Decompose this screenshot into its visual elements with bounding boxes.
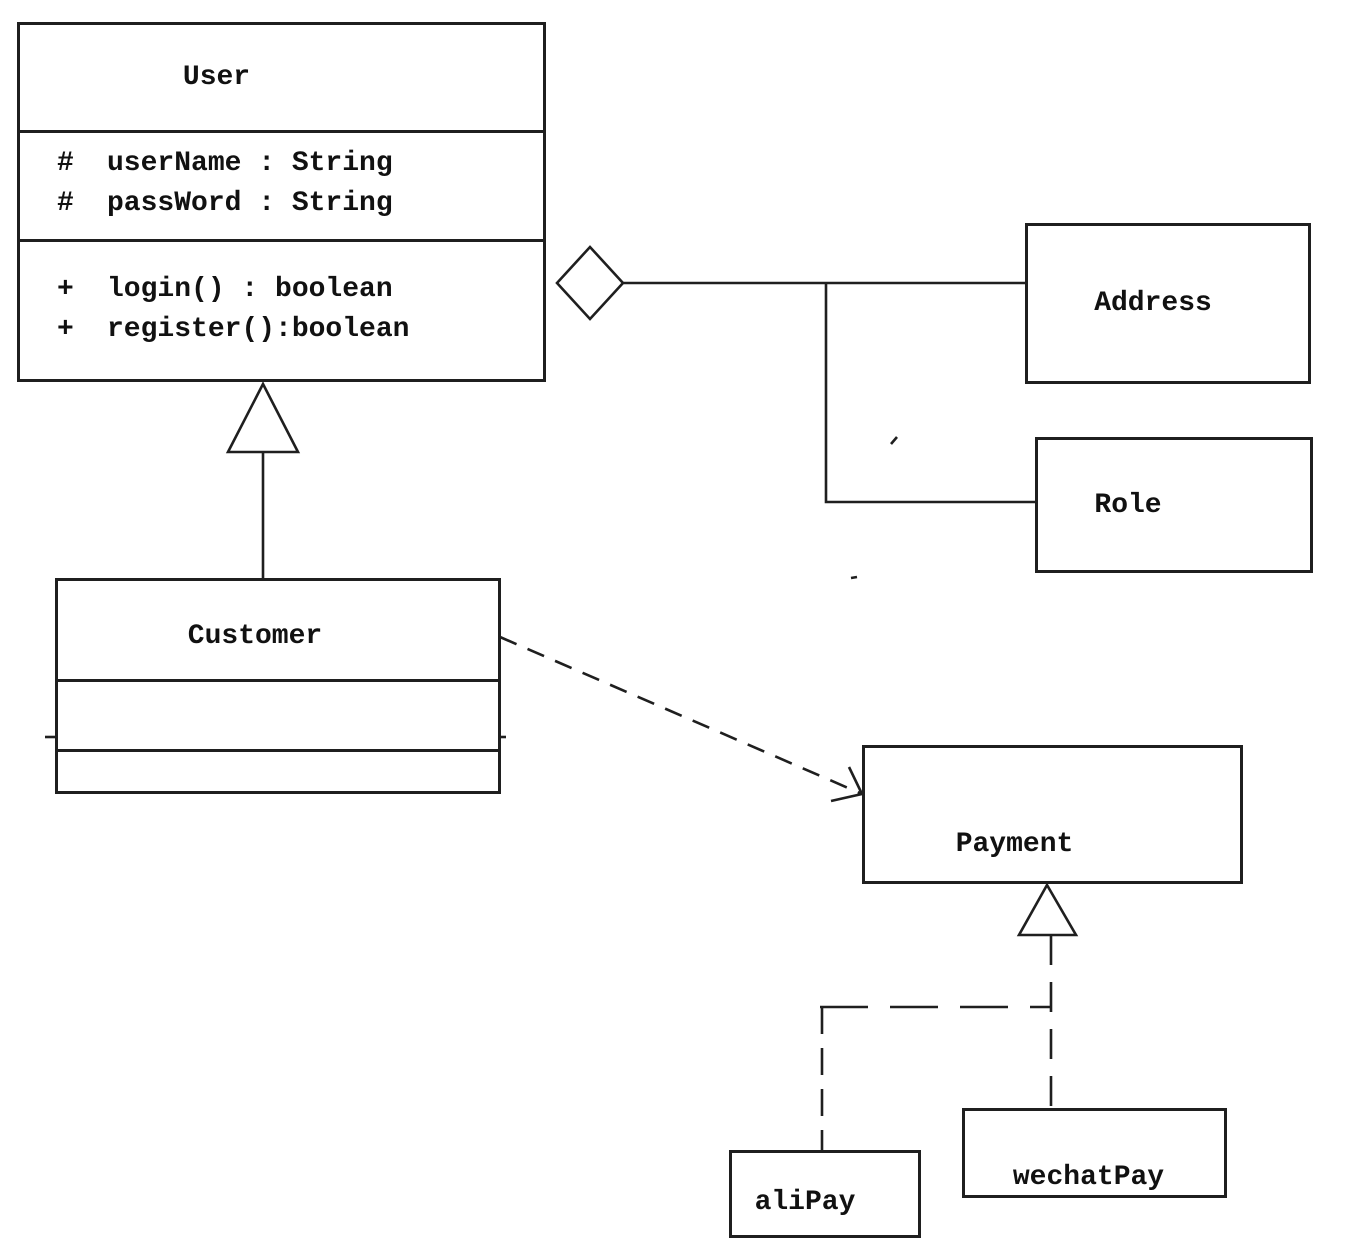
class-name-payment: Payment: [955, 829, 1074, 860]
class-box-payment: Payment: [862, 745, 1243, 884]
attribute-row: # userName : String: [20, 143, 543, 183]
dependency-arrowhead-icon: [830, 792, 863, 803]
class-name-customer: Customer: [187, 620, 323, 652]
generalization-triangle-icon: [225, 381, 301, 454]
method-row: + register():boolean: [20, 309, 543, 349]
class-box-alipay: aliPay: [729, 1150, 921, 1238]
visibility-public-symbol: +: [57, 273, 74, 305]
class-name-user: User: [182, 62, 251, 93]
class-name-role: Role: [1094, 489, 1162, 521]
class-box-user: User # userName : String # passWord : St…: [17, 22, 546, 382]
method-text: register():boolean: [107, 313, 410, 345]
visibility-public-symbol: +: [57, 313, 74, 345]
class-title-compartment: Customer: [58, 581, 498, 682]
class-title-compartment: User: [20, 25, 543, 133]
class-box-wechatpay: wechatPay: [962, 1108, 1227, 1198]
class-box-role: Role: [1035, 437, 1313, 573]
dependency-line-customer-payment: [499, 635, 863, 796]
class-attributes-compartment: # userName : String # passWord : String: [20, 133, 543, 242]
class-methods-compartment: + login() : boolean + register():boolean: [20, 242, 543, 349]
dependency-arrowhead-icon: [847, 766, 864, 795]
class-box-address: Address: [1025, 223, 1311, 384]
visibility-protected-symbol: #: [57, 187, 74, 219]
realization-triangle-icon: [1016, 882, 1079, 937]
stray-mark: [890, 436, 898, 445]
attribute-text: userName : String: [107, 147, 393, 179]
attribute-text: passWord : String: [107, 187, 393, 219]
class-name-address: Address: [1094, 288, 1212, 319]
method-row: + login() : boolean: [20, 269, 543, 309]
stray-mark: [850, 575, 858, 580]
class-attributes-compartment-empty: [58, 682, 498, 752]
class-name-wechatpay: wechatPay: [1012, 1161, 1165, 1193]
attribute-row: # passWord : String: [20, 183, 543, 223]
class-methods-compartment-empty: [58, 752, 498, 806]
class-name-alipay: aliPay: [754, 1186, 856, 1218]
visibility-protected-symbol: #: [57, 147, 74, 179]
aggregation-diamond-icon: [555, 245, 625, 321]
method-text: login() : boolean: [107, 273, 393, 305]
class-box-customer: Customer: [55, 578, 501, 794]
aggregation-line-role: [824, 283, 1035, 504]
